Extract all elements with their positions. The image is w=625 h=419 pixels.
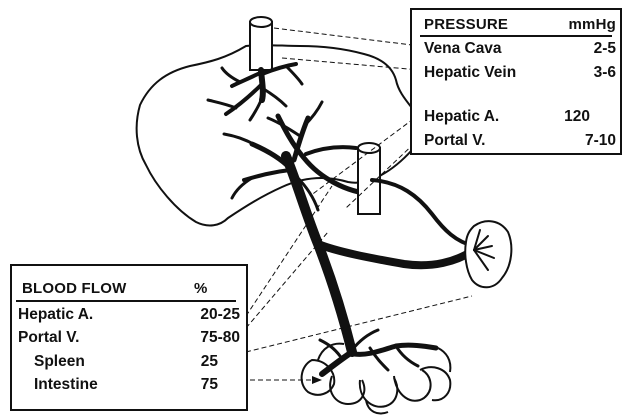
pressure-row-value: 2-5 <box>594 40 616 58</box>
pressure-row-value: 3-6 <box>594 64 616 82</box>
flow-header-label: BLOOD FLOW <box>22 280 126 297</box>
flow-row-value: 75-80 <box>200 329 240 347</box>
pressure-row-value: 120 <box>564 108 590 126</box>
intestine-pointer-arrow <box>312 376 322 384</box>
flow-row-value: 20-25 <box>200 306 240 324</box>
pressure-row-label: Portal V. <box>424 132 485 150</box>
pressure-header-unit: mmHg <box>569 16 616 33</box>
flow-row-label: Spleen <box>34 353 85 371</box>
pressure-row-label: Hepatic A. <box>424 108 499 126</box>
pressure-header-rule <box>420 35 612 37</box>
pressure-row-label: Hepatic Vein <box>424 64 516 82</box>
flow-row-label: Portal V. <box>18 329 79 347</box>
pressure-table: PRESSURE mmHg Vena Cava 2-5 Hepatic Vein… <box>410 8 622 155</box>
flow-row-label: Hepatic A. <box>18 306 93 324</box>
blood-flow-table: BLOOD FLOW % Hepatic A. 20-25 Portal V. … <box>10 264 248 411</box>
flow-row-value: 75 <box>201 376 218 394</box>
flow-row-label: Intestine <box>34 376 98 394</box>
splenic-artery-vessel <box>372 180 474 246</box>
hepatic-veins <box>208 64 302 120</box>
pressure-row-value: 7-10 <box>585 132 616 150</box>
pressure-header-label: PRESSURE <box>424 16 508 33</box>
flow-header-unit: % <box>194 280 208 297</box>
spleen <box>465 221 511 287</box>
vena-cava-vessel <box>250 17 272 70</box>
pressure-row-label: Vena Cava <box>424 40 502 58</box>
flow-row-value: 25 <box>201 353 218 371</box>
flow-header-rule <box>16 300 236 302</box>
